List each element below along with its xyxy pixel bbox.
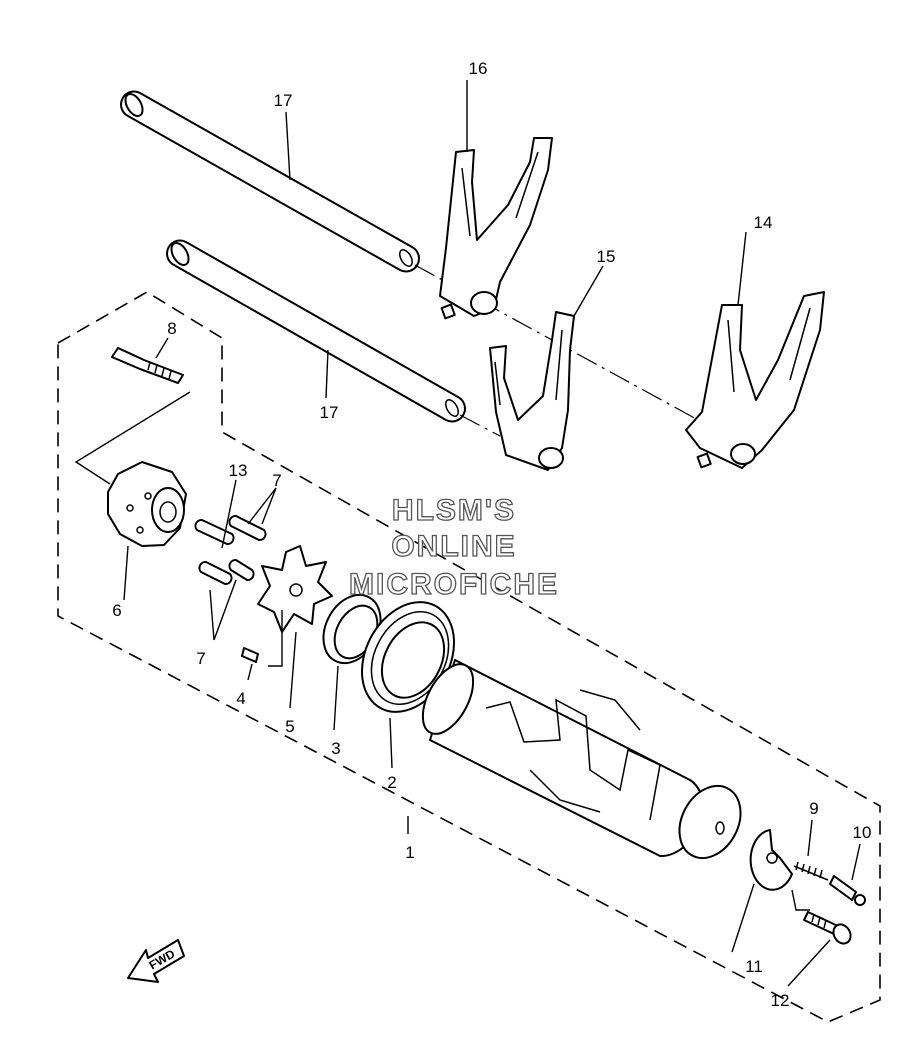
callout-13: 13 bbox=[229, 461, 248, 480]
shift-fork-15 bbox=[489, 311, 575, 471]
callout-2: 2 bbox=[387, 773, 396, 792]
callout-7-lower: 7 bbox=[196, 649, 205, 668]
stopper-plate-11 bbox=[749, 829, 793, 891]
pin-10 bbox=[829, 875, 866, 906]
watermark-line-3: MICROFICHE bbox=[349, 568, 559, 601]
callout-7-upper: 7 bbox=[272, 471, 281, 490]
assembly-boundary bbox=[57, 291, 881, 1023]
callout-17-upper: 17 bbox=[274, 91, 293, 110]
shift-fork-16 bbox=[439, 137, 553, 320]
callout-10: 10 bbox=[853, 823, 872, 842]
screw-8 bbox=[111, 347, 184, 384]
spring-9 bbox=[793, 861, 829, 881]
segment-6 bbox=[107, 461, 187, 547]
callout-14: 14 bbox=[754, 213, 773, 232]
callout-6: 6 bbox=[112, 601, 121, 620]
shift-drum bbox=[421, 659, 742, 860]
callout-15: 15 bbox=[597, 247, 616, 266]
callout-5: 5 bbox=[285, 717, 294, 736]
screw-12 bbox=[803, 911, 852, 945]
callout-11: 11 bbox=[745, 957, 763, 976]
watermark-line-1: HLSM'S bbox=[392, 494, 516, 527]
guide-bar-upper bbox=[120, 90, 420, 273]
callout-8: 8 bbox=[167, 319, 176, 338]
pins-13-7 bbox=[194, 515, 267, 663]
leader-lines bbox=[74, 80, 861, 987]
callout-3: 3 bbox=[331, 739, 340, 758]
segment-5 bbox=[257, 545, 333, 633]
callout-17-lower: 17 bbox=[320, 403, 339, 422]
callout-4: 4 bbox=[236, 689, 245, 708]
callout-1: 1 bbox=[405, 843, 414, 862]
centerline-lower bbox=[459, 414, 501, 437]
watermark-line-2: ONLINE bbox=[391, 530, 516, 563]
callout-9: 9 bbox=[809, 799, 818, 818]
fwd-arrow-icon: FWD bbox=[127, 939, 185, 983]
callout-12: 12 bbox=[771, 991, 790, 1010]
bearing-2 bbox=[360, 601, 456, 713]
guide-bar-lower bbox=[166, 239, 466, 423]
callout-16: 16 bbox=[469, 59, 488, 78]
shift-fork-14 bbox=[685, 291, 825, 469]
